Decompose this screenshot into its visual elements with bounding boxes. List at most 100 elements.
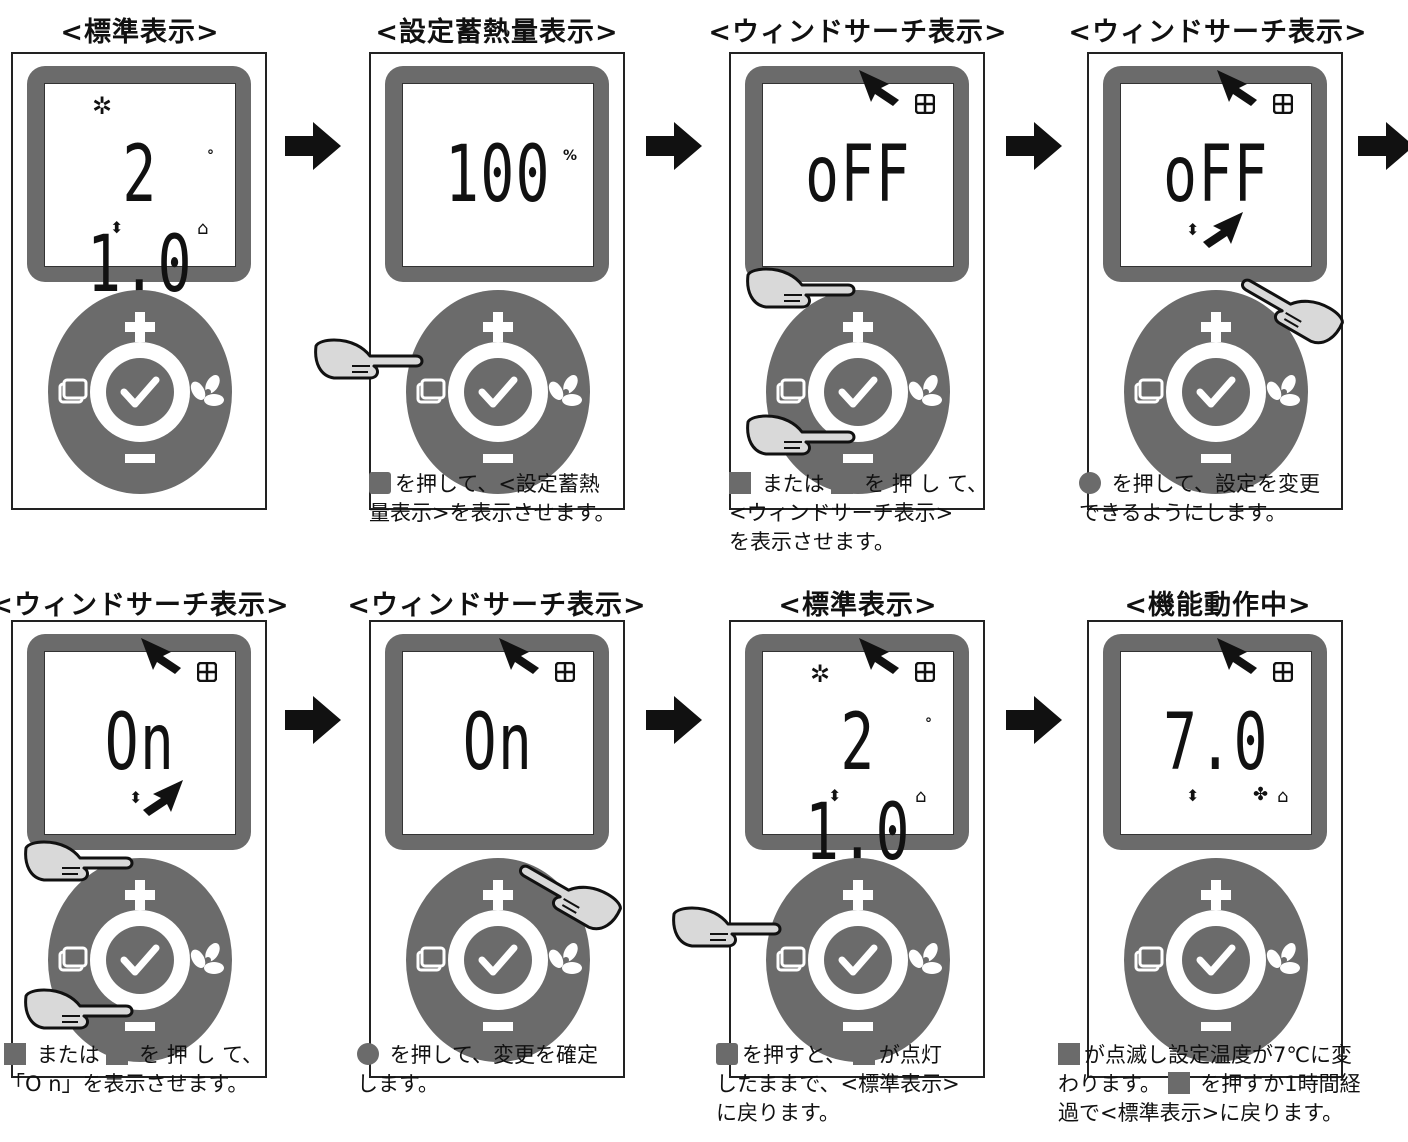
- plus-icon: [1167, 1072, 1190, 1094]
- pointer-arrow: [859, 70, 901, 112]
- window-icon: [1058, 1043, 1080, 1065]
- temperature-readout: 2 1.0: [87, 130, 193, 310]
- caption-step-4: を押して、設定を変更 できるようにします。: [1079, 472, 1321, 525]
- device-panel-2: 100 %: [369, 52, 625, 510]
- display-frame: 100 %: [385, 66, 609, 282]
- panel-title-8: <機能動作中>: [1124, 590, 1312, 621]
- panel-title-4: <ウィンドサーチ表示>: [1068, 17, 1368, 48]
- pointer-arrow: [1201, 212, 1243, 254]
- pointer-arrow: [141, 638, 183, 680]
- caption-step-7: を押すと、 が点灯 したままで、<標準表示> に戻ります。: [716, 1043, 960, 1125]
- flow-arrow-5: [285, 696, 341, 744]
- lcd-screen: oFF: [762, 83, 954, 267]
- fan-icon: ✤: [1253, 784, 1269, 805]
- plus-icon: [4, 1043, 26, 1065]
- window-icon: [1272, 93, 1294, 117]
- temperature-readout: 7.0: [1163, 698, 1269, 788]
- storage-readout: 100: [445, 130, 551, 220]
- windsearch-readout: oFF: [805, 130, 911, 220]
- lcd-screen: 7.0 ⬍ ✤ ⌂: [1120, 651, 1312, 835]
- lcd-screen: ✲ 2 1.0 ° ⬍ ⌂: [762, 651, 954, 878]
- degree-unit: °: [207, 148, 214, 164]
- lcd-screen: ✲ 2 1.0 ° ⬍ ⌂: [44, 83, 236, 310]
- sun-icon: ✲: [810, 660, 831, 688]
- lcd-screen: 100 %: [402, 83, 594, 267]
- window-icon: [1272, 661, 1294, 685]
- windsearch-readout: On: [104, 698, 176, 788]
- display-frame: oFF ⬍: [1103, 66, 1327, 282]
- display-frame: oFF: [745, 66, 969, 282]
- minus-icon: [831, 472, 854, 494]
- minus-icon: [106, 1043, 129, 1065]
- caption-step-8: が点滅し設定温度が7℃に変 わります。 を押すか1時間経 過で<標準表示>に戻り…: [1058, 1043, 1361, 1125]
- device-panel-8: 7.0 ⬍ ✤ ⌂: [1087, 620, 1343, 1078]
- display-frame: ✲ 2 1.0 ° ⬍ ⌂: [27, 66, 251, 310]
- home-icon: ⌂: [1277, 786, 1289, 807]
- device-panel-6: On: [369, 620, 625, 1078]
- caption-step-2: を押して、<設定蓄熱 量表示>を表示させます。: [369, 472, 616, 525]
- display-frame: 7.0 ⬍ ✤ ⌂: [1103, 634, 1327, 850]
- updown-icon: ⬍: [110, 218, 124, 237]
- lcd-screen: On: [402, 651, 594, 835]
- window-icon: [554, 661, 576, 685]
- display-frame: ✲ 2 1.0 ° ⬍ ⌂: [745, 634, 969, 878]
- flow-arrow-7: [1006, 696, 1062, 744]
- device-panel-7: ✲ 2 1.0 ° ⬍ ⌂: [729, 620, 985, 1078]
- device-panel-3: oFF: [729, 52, 985, 510]
- device-panel-4: oFF ⬍: [1087, 52, 1343, 510]
- lcd-screen: On ⬍: [44, 651, 236, 835]
- check-icon: [357, 1043, 379, 1065]
- hand-pointer-plus: [744, 265, 858, 315]
- home-icon: ⌂: [197, 218, 209, 239]
- panel-title-3: <ウィンドサーチ表示>: [708, 17, 1008, 48]
- flow-arrow-3: [1006, 122, 1062, 170]
- flow-arrow-2: [646, 122, 702, 170]
- hand-pointer-minus: [22, 986, 136, 1036]
- updown-icon: ⬍: [1186, 786, 1200, 805]
- display-frame: On ⬍: [27, 634, 251, 850]
- display-frame: On: [385, 634, 609, 850]
- caption-step-5: または を 押 し て、 「O n」を表示させます。: [4, 1043, 264, 1096]
- menu-icon: [716, 1043, 738, 1065]
- updown-icon: ⬍: [828, 786, 842, 805]
- hand-pointer-minus: [744, 412, 858, 462]
- pointer-arrow: [1217, 70, 1259, 112]
- panel-title-2: <設定蓄熱量表示>: [375, 17, 619, 48]
- check-icon: [1079, 472, 1101, 494]
- updown-icon: ⬍: [1186, 220, 1200, 239]
- panel-title-7: <標準表示>: [778, 590, 938, 621]
- temperature-readout: 2 1.0: [805, 698, 911, 878]
- panel-title-1: <標準表示>: [60, 17, 220, 48]
- hand-pointer-menu: [312, 336, 426, 386]
- updown-icon: ⬍: [129, 788, 143, 807]
- windsearch-readout: On: [462, 698, 534, 788]
- flow-arrow-1: [285, 122, 341, 170]
- pointer-arrow: [499, 638, 541, 680]
- hand-pointer-menu: [670, 904, 784, 954]
- control-ring: [404, 288, 592, 496]
- device-panel-1: ✲ 2 1.0 ° ⬍ ⌂: [11, 52, 267, 510]
- window-icon: [914, 93, 936, 117]
- panel-title-6: <ウィンドサーチ表示>: [347, 590, 647, 621]
- window-icon: [852, 1043, 875, 1065]
- window-icon: [196, 661, 218, 685]
- caption-step-3: または を 押 し て、 <ウィンドサーチ表示> を表示させます。: [729, 472, 989, 554]
- control-ring: [764, 288, 952, 496]
- pointer-arrow: [859, 638, 901, 680]
- pointer-arrow: [1217, 638, 1259, 680]
- window-icon: [914, 661, 936, 685]
- sun-icon: ✲: [92, 92, 113, 120]
- panel-title-5: <ウィンドサーチ表示>: [0, 590, 290, 621]
- control-ring: [46, 288, 234, 496]
- menu-icon: [369, 472, 391, 494]
- flow-arrow-6: [646, 696, 702, 744]
- percent-unit: %: [563, 148, 578, 164]
- windsearch-readout: oFF: [1163, 130, 1269, 220]
- caption-step-6: を押して、変更を確定 します。: [357, 1043, 599, 1096]
- control-ring: [764, 856, 952, 1064]
- pointer-arrow: [141, 780, 183, 822]
- hand-pointer-plus: [22, 838, 136, 888]
- degree-unit: °: [925, 716, 932, 732]
- plus-icon: [729, 472, 751, 494]
- home-icon: ⌂: [915, 786, 927, 807]
